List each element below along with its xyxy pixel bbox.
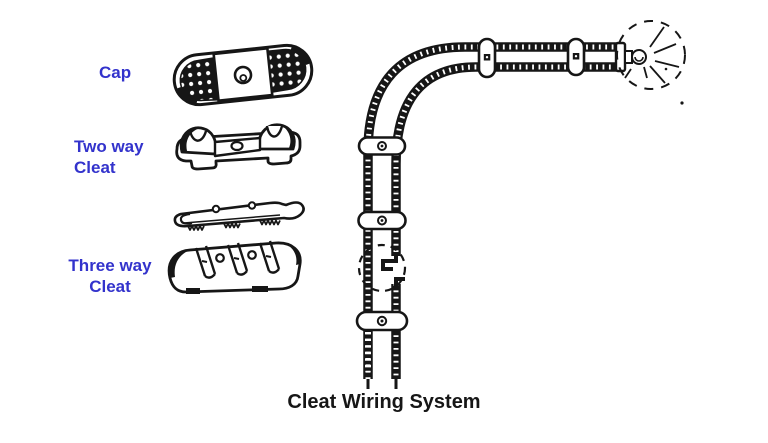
two-way-right-groove bbox=[265, 125, 284, 138]
two-way-hole bbox=[230, 140, 244, 152]
cap-right-dot-pad bbox=[266, 48, 307, 93]
three-way-foot bbox=[252, 286, 268, 292]
joint-highlight-circle bbox=[357, 243, 407, 293]
stray-dot bbox=[680, 101, 684, 105]
cleat-base-illustration bbox=[173, 201, 305, 231]
wire-tips bbox=[366, 379, 398, 389]
cleat-clamp bbox=[477, 37, 497, 79]
wire-outer bbox=[363, 42, 618, 379]
two-way-cleat-label: Two way Cleat bbox=[74, 136, 144, 178]
cap-illustration bbox=[172, 43, 314, 107]
serration bbox=[187, 225, 205, 231]
wire-joint bbox=[381, 253, 405, 286]
cleat-base-left-lobe bbox=[179, 212, 193, 225]
two-way-cleat-illustration bbox=[175, 123, 302, 171]
three-way-cleat-label-line1: Three way bbox=[68, 256, 152, 275]
three-way-groove bbox=[194, 245, 217, 279]
three-way-foot bbox=[186, 288, 200, 294]
cleat-base-hole bbox=[247, 201, 257, 210]
lamp-highlight-circle bbox=[616, 20, 686, 90]
caption-title: Cleat Wiring System bbox=[287, 391, 481, 413]
three-way-cleat-illustration bbox=[167, 240, 302, 294]
cleat-base-hole bbox=[211, 204, 221, 214]
cleat-clamp bbox=[566, 37, 586, 77]
lamp bbox=[614, 41, 647, 73]
lamp-rays bbox=[624, 26, 680, 84]
three-way-groove bbox=[226, 242, 249, 276]
cleat-clamp bbox=[357, 210, 407, 231]
cleat-clamp bbox=[357, 136, 407, 156]
cleat-base-body bbox=[173, 201, 305, 228]
three-way-hole bbox=[215, 253, 225, 263]
two-way-cleat-label-line2: Cleat bbox=[74, 158, 116, 177]
two-way-cleat-label-line1: Two way bbox=[74, 137, 144, 156]
wire-inner bbox=[391, 62, 618, 256]
three-way-cleat-label-line2: Cleat bbox=[89, 277, 131, 296]
cap-left-dot-pad bbox=[179, 57, 220, 102]
serration bbox=[223, 222, 241, 229]
serration bbox=[259, 219, 281, 226]
cleat-base-crease bbox=[183, 214, 281, 224]
three-way-hole bbox=[247, 250, 257, 260]
three-way-groove bbox=[258, 240, 281, 274]
cleat-clamp bbox=[355, 310, 409, 332]
cap-label: Cap bbox=[99, 63, 132, 82]
three-way-cleat-label: Three way Cleat bbox=[62, 255, 158, 297]
wiring-illustration bbox=[355, 20, 686, 389]
